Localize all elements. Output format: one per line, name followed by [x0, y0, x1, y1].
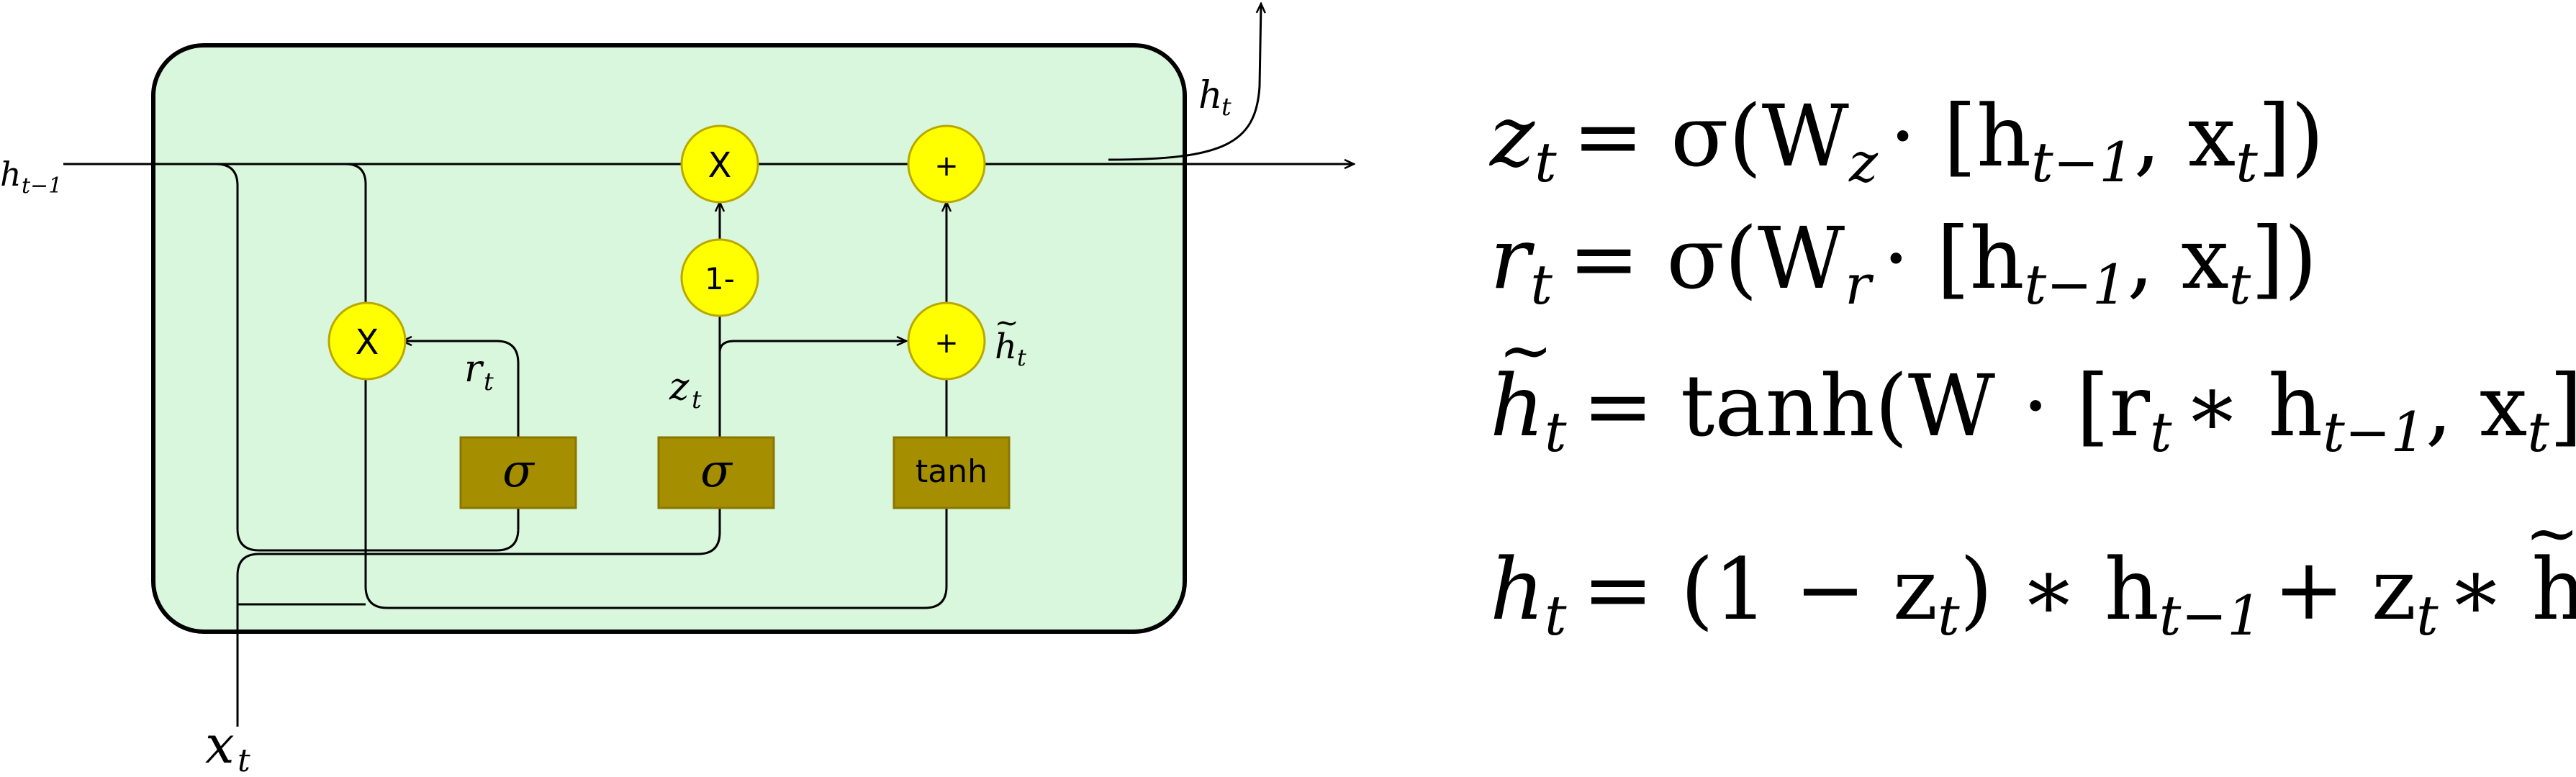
connection-lines — [63, 4, 1353, 727]
svg-text:~: ~ — [995, 306, 1019, 340]
add-mid-label: + — [934, 327, 959, 360]
h-out-curve — [1108, 4, 1261, 161]
svg-text:zt= σ(Wz· [ht−1, xt]): zt= σ(Wz· [ht−1, xt]) — [1488, 86, 2324, 194]
x-in-line — [236, 504, 721, 727]
add-top-node: + — [907, 124, 986, 204]
z-to-add-mid — [718, 341, 905, 360]
h-prev-branch-reset — [317, 163, 367, 305]
h-prev-label: h t−1 — [0, 155, 62, 199]
h-out-label: h t — [1198, 74, 1231, 122]
svg-text:z: z — [669, 365, 690, 409]
tanh-box: tanh — [892, 436, 1011, 509]
svg-text:t: t — [238, 742, 250, 777]
mul-top-node: X — [680, 124, 759, 204]
update-sigma-box: σ — [657, 436, 775, 509]
svg-text:~: ~ — [2525, 496, 2576, 571]
one-minus-node: 1- — [680, 238, 759, 317]
reset-sigma-box: σ — [459, 436, 577, 509]
mul-reset-label: X — [356, 322, 379, 363]
x-in-label: x t — [205, 714, 250, 777]
svg-text:r: r — [464, 347, 484, 391]
one-minus-label: 1- — [705, 261, 735, 296]
h-tilde-label: h t ~ — [995, 306, 1026, 371]
mul-reset-node: X — [327, 301, 407, 381]
reset-sigma-label: σ — [502, 445, 535, 498]
h-prev-branch-outer — [166, 163, 520, 552]
equation-r: rt= σ(Wr· [ht−1, xt]) — [1490, 209, 2317, 317]
svg-text:ht= (1 − zt) ∗ ht−1+ zt∗ ht: ht= (1 − zt) ∗ ht−1+ zt∗ ht — [1490, 540, 2576, 648]
svg-text:x: x — [205, 714, 235, 775]
svg-text:h: h — [0, 155, 22, 194]
svg-text:t: t — [1017, 344, 1026, 371]
svg-text:t: t — [484, 368, 494, 396]
add-mid-node: + — [907, 301, 986, 381]
svg-text:h: h — [1198, 74, 1223, 117]
gru-cell-box — [151, 43, 1187, 634]
tanh-label: tanh — [916, 453, 988, 490]
svg-text:rt= σ(Wr· [ht−1, xt]): rt= σ(Wr· [ht−1, xt]) — [1490, 209, 2317, 317]
svg-text:ht= tanh(W · [rt∗ ht−1, xt]): ht= tanh(W · [rt∗ ht−1, xt]) — [1490, 356, 2576, 464]
svg-text:t: t — [692, 386, 702, 414]
equation-h: ~ ht= (1 − zt) ∗ ht−1+ zt∗ ht — [1490, 496, 2576, 648]
svg-text:t: t — [1221, 93, 1231, 122]
mul-top-label: X — [708, 145, 732, 186]
z-label: z t — [669, 365, 702, 414]
r-label: r t — [464, 347, 494, 396]
update-sigma-label: σ — [700, 445, 733, 498]
svg-text:t−1: t−1 — [22, 173, 62, 199]
r-line — [403, 341, 520, 437]
svg-text:h: h — [995, 327, 1017, 367]
svg-text:~: ~ — [1499, 313, 1553, 388]
add-top-label: + — [934, 150, 959, 183]
equation-z: zt= σ(Wz· [ht−1, xt]) — [1488, 86, 2324, 194]
reset-to-tanh — [364, 377, 948, 609]
equation-h-tilde: ~ ht= tanh(W · [rt∗ ht−1, xt]) — [1490, 313, 2576, 464]
